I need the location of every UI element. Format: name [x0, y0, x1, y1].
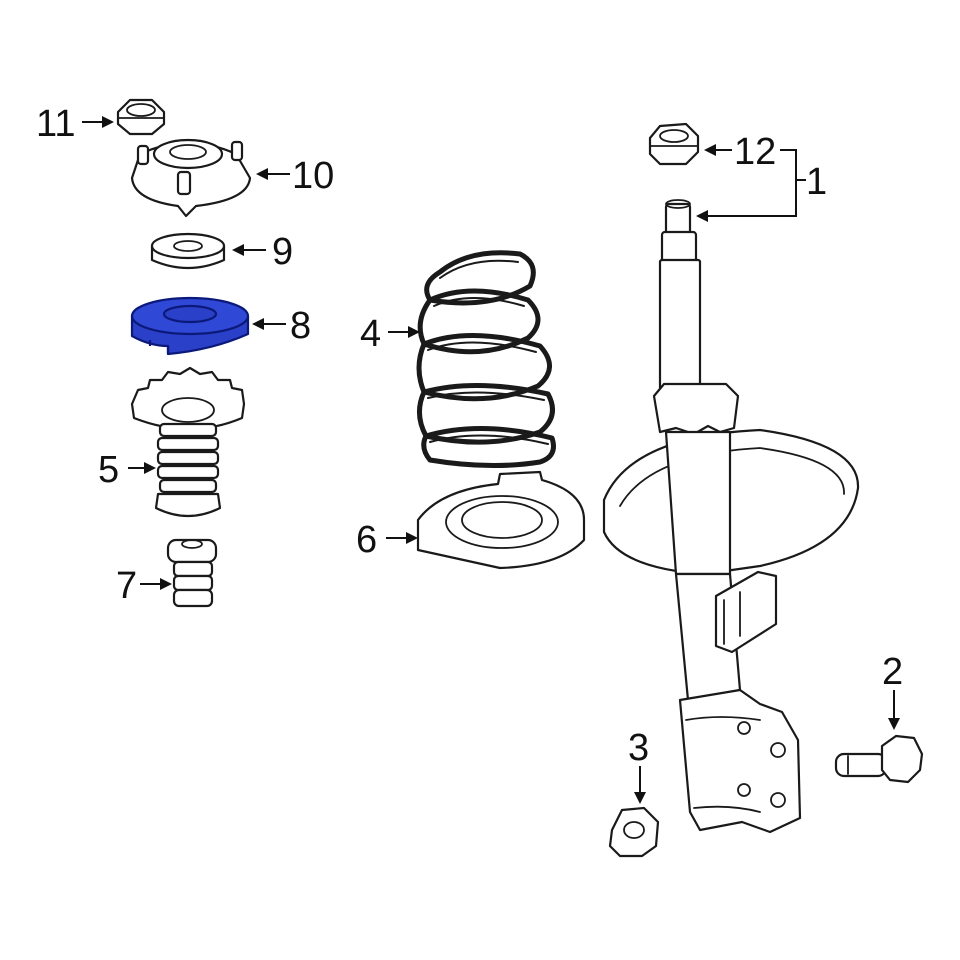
callout-9: 9 — [272, 231, 293, 273]
part-9-bearing[interactable] — [150, 232, 226, 270]
part-6-lower-spring-seat[interactable] — [416, 470, 586, 570]
callout-3: 3 — [628, 727, 649, 769]
leader-lines — [82, 116, 900, 804]
callout-12: 12 — [734, 131, 776, 173]
callout-labels: 11 10 9 8 5 7 4 6 12 1 2 3 — [36, 103, 903, 769]
part-4-coil-spring[interactable] — [416, 250, 556, 469]
callout-2: 2 — [882, 651, 903, 693]
part-7-bump-stop[interactable] — [166, 538, 218, 608]
callout-11: 11 — [36, 103, 75, 145]
callout-10: 10 — [292, 155, 334, 197]
part-1-strut-assembly[interactable] — [602, 199, 860, 834]
part-10-strut-mount[interactable] — [130, 138, 252, 218]
part-11-mount-nut[interactable] — [116, 98, 166, 136]
part-3-nut[interactable] — [608, 806, 660, 858]
callout-5: 5 — [98, 449, 119, 491]
callout-8: 8 — [290, 305, 311, 347]
part-12-strut-nut[interactable] — [648, 122, 700, 166]
part-5-bump-stop-boot[interactable] — [130, 366, 246, 518]
callout-6: 6 — [356, 519, 377, 561]
callout-7: 7 — [116, 565, 137, 607]
callout-1: 1 — [806, 161, 827, 203]
part-8-upper-spring-insulator[interactable] — [130, 296, 250, 356]
callout-4: 4 — [360, 313, 381, 355]
part-2-bolt[interactable] — [834, 734, 924, 784]
